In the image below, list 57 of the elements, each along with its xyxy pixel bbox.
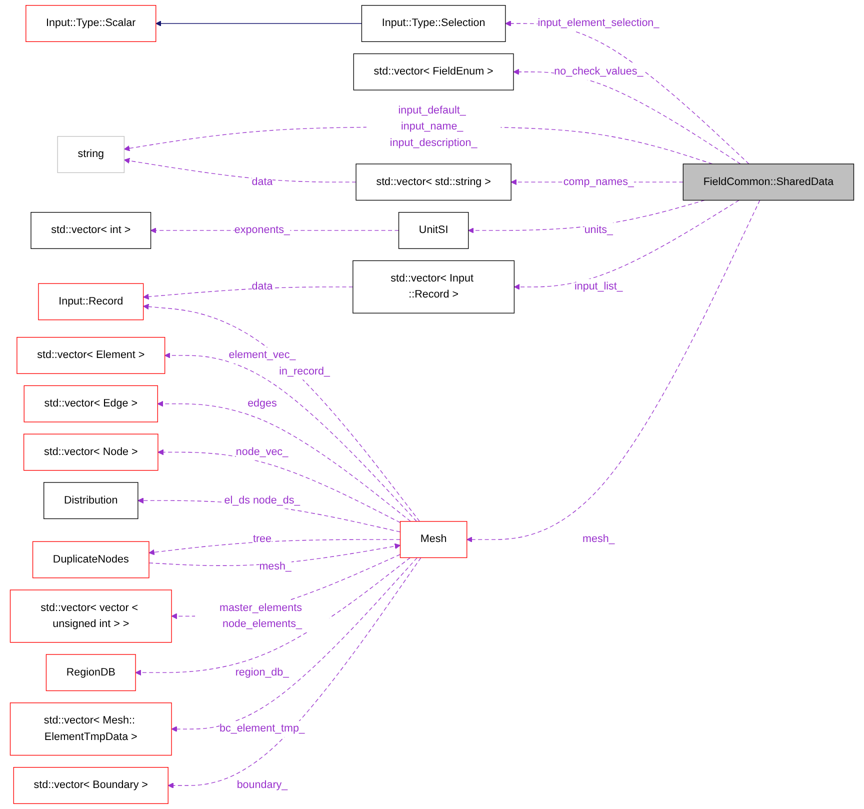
edge-label: input_element_selection_: [538, 17, 660, 29]
node-box: std::vector< FieldEnum >: [353, 53, 514, 90]
node-box: std::vector< Element >: [16, 336, 166, 374]
edge-label: data: [252, 176, 273, 188]
arrow: [466, 200, 760, 543]
edge-label: in_record_: [279, 366, 330, 377]
arrow: [468, 200, 706, 234]
arrow: [171, 554, 401, 620]
edge-label: exponents_: [234, 224, 290, 236]
node-box: std::vector< int >: [30, 212, 152, 249]
arrow: [514, 200, 740, 290]
edge-label: master_elements node_elements_: [219, 602, 302, 630]
arrow: [158, 449, 401, 523]
node-box: std::vector< Mesh:: ElementTmpData >: [10, 702, 172, 756]
node-box: DuplicateNodes: [32, 541, 150, 578]
edge-label: region_db_: [235, 666, 290, 678]
node-box: RegionDB: [46, 654, 136, 692]
edge-label: mesh_: [259, 560, 292, 572]
node-box: FieldCommon::SharedData: [682, 164, 854, 201]
arrow: [168, 557, 422, 788]
edge-label: tree: [252, 534, 272, 545]
node-box: Distribution: [44, 482, 138, 520]
arrow: [171, 557, 418, 732]
node-box: std::vector< std::string >: [356, 164, 512, 201]
node-box: std::vector< Node >: [23, 434, 158, 471]
arrow: [148, 543, 401, 566]
edge-label: no_check_values_: [554, 66, 644, 78]
node-box: Input::Record: [38, 283, 144, 320]
arrow: [135, 557, 411, 676]
node-box: std::vector< Input ::Record >: [352, 260, 515, 314]
arrow: [124, 158, 356, 182]
edge-label: input_default_ input_name_ input_description_: [390, 104, 478, 148]
node-box: Input::Type::Scalar: [26, 5, 156, 42]
node-box: std::vector< Edge >: [24, 385, 158, 422]
arrow: [148, 539, 401, 556]
arrow: [143, 304, 420, 522]
node-box: Input::Type::Selection: [361, 5, 506, 42]
node-box: Mesh: [400, 521, 468, 558]
edge-label: units_: [584, 224, 614, 236]
edge-label: boundary_: [236, 779, 288, 791]
arrow: [143, 286, 354, 300]
edge-label: element_vec_: [228, 349, 296, 361]
edge-label: node_vec_: [236, 446, 289, 458]
arrow: [156, 20, 362, 26]
edge-label: input_list_: [574, 280, 623, 292]
edge-label: edges: [248, 398, 277, 410]
node-box: std::vector< Boundary >: [13, 767, 168, 804]
arrow: [164, 352, 418, 522]
arrow: [157, 400, 411, 522]
node-box: UnitSI: [398, 212, 469, 249]
edge-label: el_ds node_ds_: [224, 494, 300, 506]
edge-label: mesh_: [582, 534, 615, 545]
edge-label: bc_element_tmp_: [219, 722, 305, 734]
edge-label: data: [252, 280, 273, 292]
edge-label: comp_names_: [563, 176, 634, 188]
node-box: string: [57, 136, 125, 174]
node-box: std::vector< vector < unsigned int > >: [10, 590, 172, 643]
